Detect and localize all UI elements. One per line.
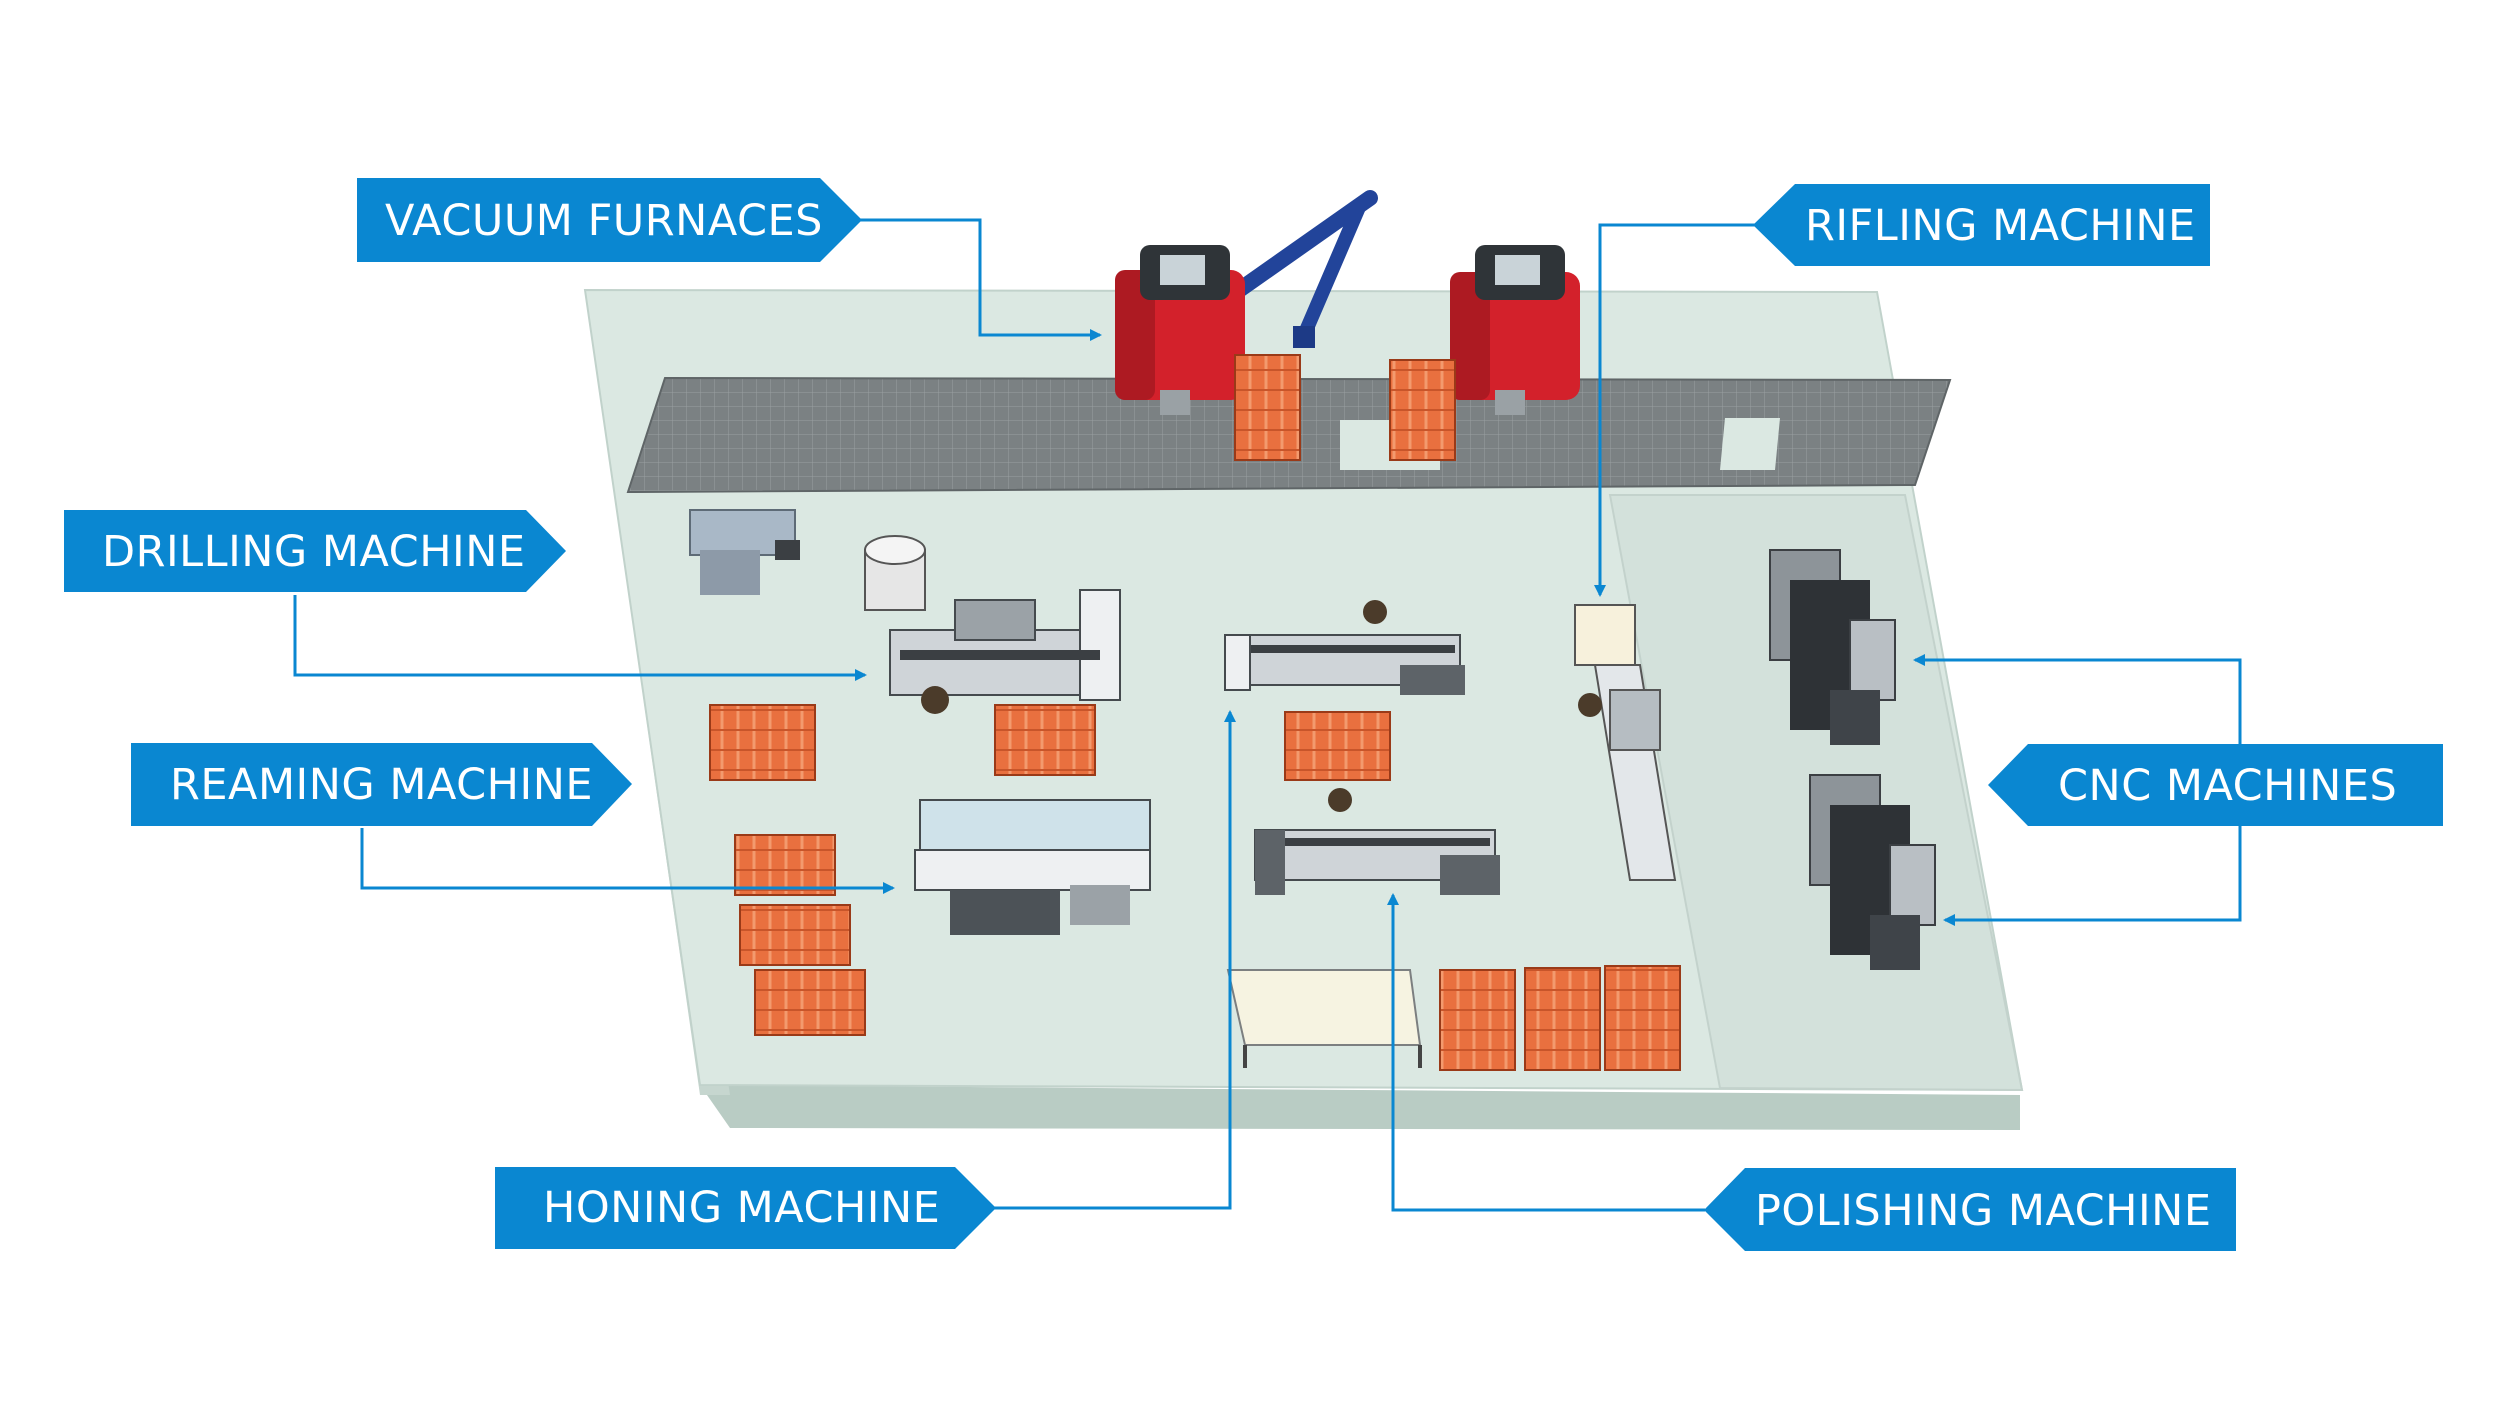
furnace-rack-1 xyxy=(1234,354,1301,461)
connector-honing-machine xyxy=(990,710,1236,1210)
vacuum-furnace-2 xyxy=(1450,245,1580,415)
callout-polishing-machine: POLISHING MACHINE xyxy=(1704,1168,2236,1251)
drilling-zone xyxy=(689,509,1121,714)
vacuum-furnaces-area xyxy=(1115,190,1580,461)
label-cnc-machines: CNC MACHINES xyxy=(2058,761,2397,811)
honing-machine-unit xyxy=(1224,600,1465,695)
rifling-machine-unit xyxy=(1574,604,1677,881)
cnc-machine-1 xyxy=(1769,549,1896,745)
cnc-machine-2 xyxy=(1809,774,1936,970)
work-table xyxy=(1226,969,1422,1068)
reaming-machine-unit xyxy=(914,799,1151,935)
callout-rifling-machine: RIFLING MACHINE xyxy=(1753,184,2210,266)
callout-drilling-machine: DRILLING MACHINE xyxy=(64,510,566,592)
connector-cnc-machine-2 xyxy=(1943,825,2242,926)
drum-unit xyxy=(864,535,926,611)
label-vacuum-furnaces: VACUUM FURNACES xyxy=(385,196,823,246)
furnace-rack-2 xyxy=(1389,359,1456,461)
rack-group-left xyxy=(709,704,1096,1036)
connector-polishing-machine xyxy=(1387,893,1705,1212)
label-reaming-machine: REAMING MACHINE xyxy=(170,760,593,810)
connector-vacuum-furnaces xyxy=(855,218,1102,341)
label-drilling-machine: DRILLING MACHINE xyxy=(102,527,526,577)
callout-cnc-machines: CNC MACHINES xyxy=(1988,744,2443,826)
crane-arm xyxy=(1217,190,1378,308)
drilling-machine-unit xyxy=(889,589,1121,714)
callout-vacuum-furnaces: VACUUM FURNACES xyxy=(357,178,862,262)
connector-drilling-machine xyxy=(293,595,867,681)
callout-honing-machine: HONING MACHINE xyxy=(495,1167,996,1249)
connector-reaming-machine xyxy=(360,828,895,894)
rack-center-1 xyxy=(1284,711,1391,781)
rack-group-right xyxy=(1439,965,1681,1071)
floor-front-edge xyxy=(700,1085,2020,1130)
label-polishing-machine: POLISHING MACHINE xyxy=(1755,1186,2212,1236)
callout-reaming-machine: REAMING MACHINE xyxy=(131,743,632,826)
label-honing-machine: HONING MACHINE xyxy=(543,1183,940,1233)
small-lathe xyxy=(689,509,800,595)
polishing-machine-unit xyxy=(1254,788,1500,895)
reaming-zone xyxy=(914,799,1151,935)
cnc-machines-unit xyxy=(1769,549,1936,970)
connector-rifling-machine xyxy=(1594,223,1755,597)
connector-lines xyxy=(293,218,2242,1212)
vacuum-furnace-1 xyxy=(1115,245,1245,415)
honing-polishing-zone xyxy=(1224,600,1500,1068)
connector-cnc-machine-1 xyxy=(1913,654,2242,745)
label-rifling-machine: RIFLING MACHINE xyxy=(1805,201,2196,251)
